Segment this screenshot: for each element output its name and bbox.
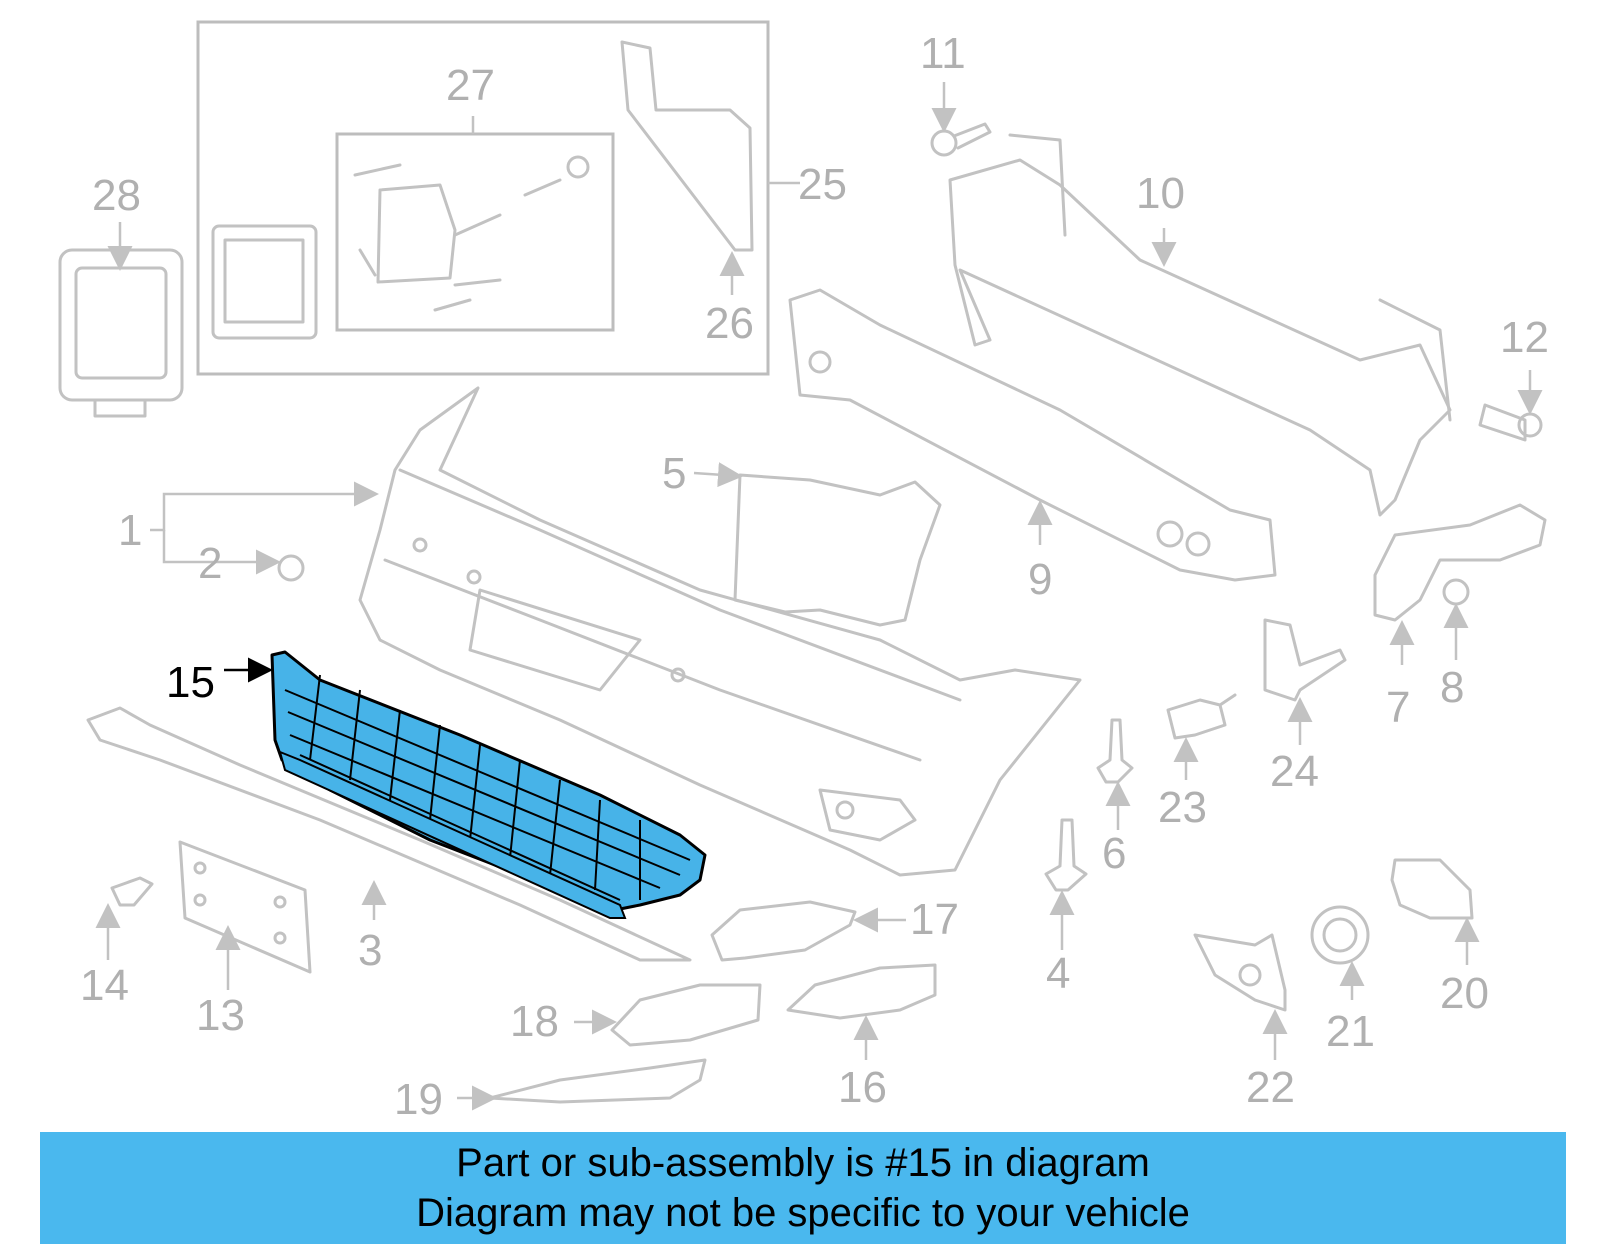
callout-26: 26 (705, 299, 754, 348)
part-27-module (211, 155, 590, 340)
callout-24: 24 (1270, 747, 1319, 796)
part-18-bezel (610, 983, 762, 1047)
part-15-grille-slats (284, 674, 691, 901)
callout-19: 19 (394, 1075, 443, 1124)
banner-line-part: Part or sub-assembly is #15 in diagram (456, 1141, 1150, 1185)
callout-28: 28 (92, 171, 141, 220)
info-banner: Part or sub-assembly is #15 in diagram D… (40, 1132, 1566, 1244)
part-20-sensor (1390, 858, 1474, 920)
banner-line-disclaimer: Diagram may not be specific to your vehi… (416, 1191, 1190, 1235)
part-1-bumper-cover (358, 386, 1082, 877)
part-23-sensor (1166, 693, 1237, 740)
part-6-pushpin (1096, 718, 1134, 784)
callout-17: 17 (910, 895, 959, 944)
callout-2: 2 (198, 539, 222, 588)
assembly-box-outer (196, 20, 770, 376)
part-8-clip (1442, 578, 1470, 606)
callout-6: 6 (1102, 829, 1126, 878)
callout-15: 15 (166, 658, 215, 707)
assembly-box-27 (335, 132, 615, 332)
part-17-bezel (710, 900, 857, 962)
part-5-bracket (733, 473, 942, 627)
part-22-bracket (1193, 933, 1287, 1012)
callout-1: 1 (118, 506, 142, 555)
part-21-grommet (1310, 905, 1370, 965)
callout-12: 12 (1500, 313, 1549, 362)
part-19-strip (488, 1058, 707, 1104)
part-9-absorber (788, 288, 1277, 582)
callout-9: 9 (1028, 555, 1052, 604)
callout-8: 8 (1440, 663, 1464, 712)
callout-27: 27 (446, 61, 495, 110)
callout-20: 20 (1440, 969, 1489, 1018)
callout-10: 10 (1136, 169, 1185, 218)
part-12-bolt (1478, 403, 1543, 442)
callout-4: 4 (1046, 949, 1070, 998)
part-16-bezel (786, 963, 937, 1020)
part-28-frame (58, 248, 184, 418)
part-11-bolt (930, 122, 992, 157)
part-10-beam (948, 158, 1452, 517)
part-4-pushpin (1044, 818, 1088, 892)
part-7-bracket (1373, 503, 1547, 622)
callout-11: 11 (920, 29, 966, 78)
callout-5: 5 (662, 449, 686, 498)
part-25-bracket (620, 40, 754, 252)
callout-14: 14 (80, 961, 129, 1010)
callout-3: 3 (358, 926, 382, 975)
callout-23: 23 (1158, 783, 1207, 832)
part-15-lower-grille (270, 650, 707, 919)
part-3-lower-lip (86, 706, 692, 962)
callout-25: 25 (798, 160, 847, 209)
part-24-bracket (1263, 618, 1347, 702)
callout-18: 18 (510, 997, 559, 1046)
part-13-plate-bracket (178, 840, 312, 974)
callout-16: 16 (838, 1063, 887, 1112)
callout-22: 22 (1246, 1063, 1295, 1112)
leader-1 (150, 481, 379, 532)
part-2-cap (277, 554, 305, 582)
callout-21: 21 (1326, 1007, 1375, 1056)
leader-5 (693, 462, 743, 488)
callout-13: 13 (196, 991, 245, 1040)
callout-7: 7 (1386, 683, 1410, 732)
part-14-pin (110, 876, 154, 907)
